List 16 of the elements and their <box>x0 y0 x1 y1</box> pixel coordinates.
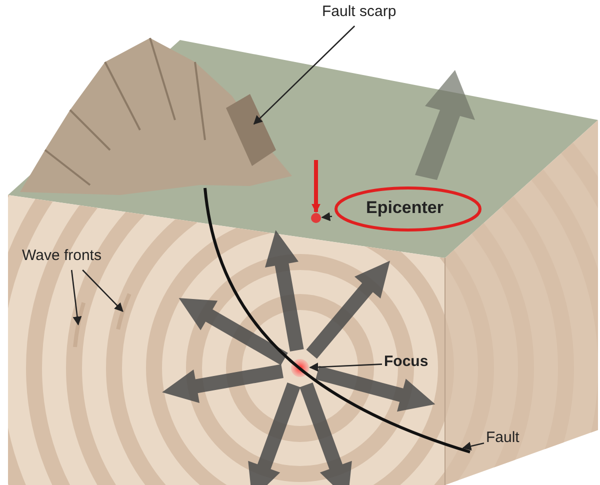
leader-line <box>321 212 332 222</box>
leader-line <box>70 270 82 326</box>
callout-label: Fault scarp <box>322 2 396 24</box>
wave-front-arc <box>73 302 86 348</box>
leader-line <box>462 442 484 451</box>
leader-line <box>82 270 124 312</box>
fault-scarp <box>226 94 276 166</box>
leader-line <box>309 362 382 372</box>
callout-label: Fault <box>486 428 520 448</box>
fault-line <box>204 188 470 454</box>
wave-front-arc <box>116 293 132 330</box>
leader-line <box>253 26 356 125</box>
callout-label: Epicenter <box>366 198 444 218</box>
callout-label: Wave fronts <box>22 246 102 268</box>
callout-label: Focus <box>384 352 428 374</box>
arrow <box>312 160 320 213</box>
